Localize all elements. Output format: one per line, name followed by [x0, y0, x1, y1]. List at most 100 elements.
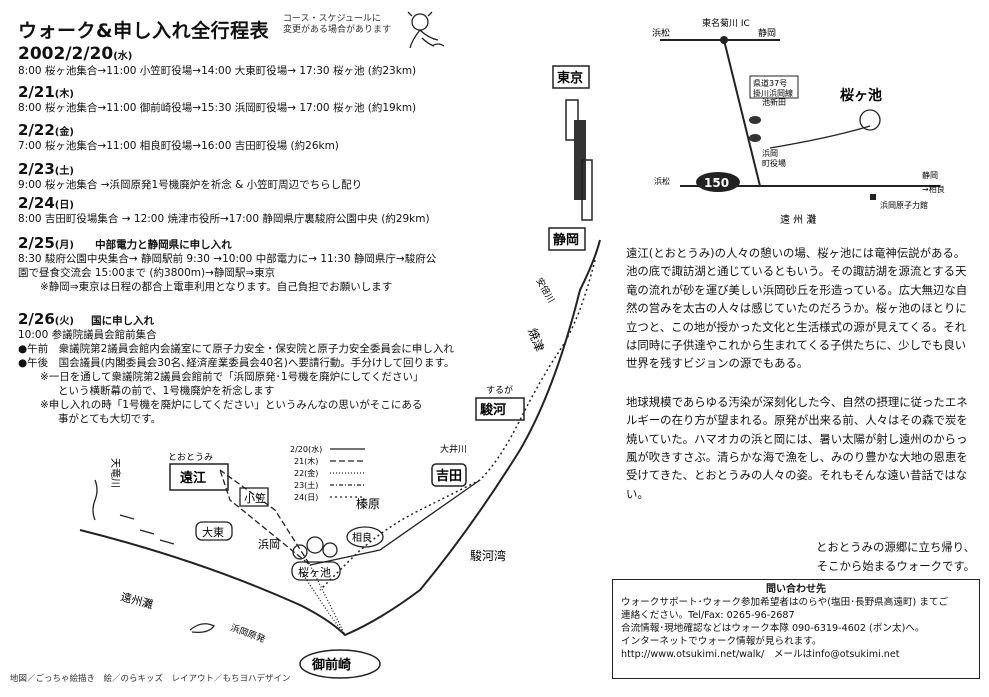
schedule-day-6: 2/25(月) 中部電力と静岡県に申し入れ 8:30 駿府公園中央集合→ 静岡駅…: [18, 234, 436, 294]
day-subtitle: 中部電力と静岡県に申し入れ: [95, 239, 232, 251]
inset-label-sagara: →相良: [922, 184, 945, 194]
label-hamaoka: 浜岡: [258, 538, 280, 551]
schedule-day-1: 2002/2/20(水) 8:00 桜ヶ池集合→11:00 小笠町役場→14:0…: [18, 44, 416, 78]
weekday-label: (水): [113, 51, 133, 62]
label-surugawan: 駿河湾: [470, 548, 506, 563]
schedule-line: ●午後 国会議員(内閣委員会30名､経済産業委員会40名)へ要請行動。手分けして…: [18, 357, 455, 369]
river-line: [119, 514, 175, 545]
label-shizuoka: 静岡: [553, 232, 579, 248]
tree-icon: [306, 536, 324, 554]
schedule-day-7: 2/26(火) 国に申し入れ 10:00 参議院議員会館前集合 ●午前 衆議院第…: [18, 310, 454, 426]
weekday-label: (金): [54, 127, 74, 138]
page-title: ウォーク&申し入れ全行程表: [18, 20, 270, 42]
label-totoumi: 遠江: [180, 470, 206, 486]
date-label: 2/25: [18, 234, 55, 252]
weekday-label: (火): [54, 316, 74, 327]
weekday-label: (日): [54, 200, 74, 211]
schedule-day-3: 2/22(金) 7:00 桜ヶ池集合→11:00 相良町役場→16:00 吉田町…: [18, 121, 339, 153]
route-line: [319, 259, 596, 591]
schedule-day-5: 2/24(日) 8:00 吉田町役場集合 → 12:00 焼津市役所→17:00…: [18, 194, 430, 226]
day-subtitle: 国に申し入れ: [91, 315, 155, 327]
schedule-day-4: 2/23(土) 9:00 桜ヶ池集合 →浜岡原発1号機廃炉を祈念 & 小笠町周辺…: [18, 160, 362, 192]
schedule-line: ●午前 衆議院第2議員会館内会議室にて原子力安全・保安院と原子力安全委員会に申し…: [18, 343, 454, 355]
schedule-line: 8:00 桜ヶ池集合→11:00 小笠町役場→14:00 大東町役場→ 17:3…: [18, 65, 417, 77]
tree-icon: [292, 544, 308, 560]
label-ogasa: 小笠: [244, 491, 266, 505]
label-suruga: 駿河: [480, 402, 506, 418]
label-haibara: 榛原: [356, 497, 380, 511]
paragraph: 遠江(とおとうみ)の人々の憩いの場、桜ヶ池には竜神伝説がある。池の底で諏訪湖と通…: [626, 246, 968, 371]
date-label: 2/24: [18, 194, 55, 212]
schedule-line: 9:00 桜ヶ池集合 →浜岡原発1号機廃炉を祈念 & 小笠町周辺でちらし配り: [18, 179, 363, 191]
inset-label-road1: 県道37号: [753, 78, 787, 88]
tree-icon: [322, 542, 338, 558]
legend-item: 21(木): [294, 456, 318, 466]
schedule-note: ※静岡⇒東京は日程の都合上電車利用となります。自己負担でお願いします: [40, 281, 393, 293]
building-icon: [574, 120, 586, 200]
legend-item: 22(金): [294, 468, 318, 478]
bird-icon: [189, 623, 215, 634]
label-sagara: 相良: [352, 531, 372, 544]
contact-heading: 問い合わせ先: [766, 584, 826, 595]
inset-label-shizuoka: 静岡: [758, 27, 776, 39]
inset-label-enshunada: 遠 州 灘: [780, 213, 816, 226]
schedule-note: という横断幕の前で、1号機廃炉を祈念します: [58, 385, 275, 397]
route-line: [299, 564, 346, 636]
inset-map: 浜松 静岡 東名菊川 IC 県道37号 掛川浜岡線 池新田 浜岡 町役場 桜ヶ池…: [652, 17, 945, 226]
road-line: [723, 39, 761, 187]
schedule-line: 8:00 吉田町役場集合 → 12:00 焼津市役所→17:00 静岡県庁裏駿府…: [18, 213, 430, 225]
schedule-line: 8:00 桜ヶ池集合→11:00 御前崎役場→15:30 浜岡町役場→ 17:0…: [18, 102, 417, 114]
inset-label-shizuoka2: 静岡: [922, 170, 938, 180]
weekday-label: (土): [54, 166, 74, 177]
date-label: 2/21: [18, 83, 55, 101]
schedule-day-2: 2/21(木) 8:00 桜ヶ池集合→11:00 御前崎役場→15:30 浜岡町…: [18, 83, 416, 115]
label-enshunada: 遠州灘: [119, 590, 154, 611]
closing-text: とおとうみの源郷に立ち帰り、 そこから始まるウォークです。: [815, 540, 975, 573]
label-yoshida: 吉田: [436, 469, 462, 484]
label-suruga-kana: するが: [486, 384, 513, 396]
legend-item: 23(土): [294, 480, 318, 490]
walker-illustration-icon: [407, 11, 445, 49]
schedule-line: 7:00 桜ヶ池集合→11:00 相良町役場→16:00 吉田町役場 (約26k…: [18, 140, 339, 152]
label-abekawa: 安倍川: [533, 276, 557, 305]
date-label: 2/23: [18, 160, 55, 178]
tree-icon: [859, 109, 881, 131]
inset-label-road2: 掛川浜岡線: [753, 88, 793, 98]
legend-item: 24(日): [294, 493, 318, 502]
schedule-change-note: コース・スケジュールに 変更がある場合があります: [283, 14, 392, 35]
schedule-line: 8:30 駿府公園中央集合→ 静岡駅前 9:30 →10:00 中部電力に→ 1…: [18, 253, 437, 265]
inset-label-sakuragaike: 桜ヶ池: [840, 87, 882, 104]
label-totoumi-kana: とおとうみ: [168, 452, 213, 463]
inset-label-townhall: 町役場: [762, 158, 786, 168]
route-number: 150: [704, 176, 729, 190]
schedule-note: 事がとても大切です。: [58, 413, 162, 425]
inset-label-nuclear: 浜岡原子力館: [880, 200, 928, 210]
inset-label-town: 浜岡: [762, 148, 778, 158]
label-tenryu: 天竜川: [109, 458, 122, 488]
coastline: [79, 239, 601, 637]
credit-line: 地図／ごっちゃ絵描き 絵／のらキッズ レイアウト／もちヨハデザイン: [10, 674, 291, 684]
schedule-line: 園で昼食交流会 15:00まで (約3800m)→静岡駅⇒東京: [18, 267, 276, 279]
schedule-note: ※一日を通して衆議院第2議員会館前で「浜岡原発･1号機を廃炉にしてください」: [40, 371, 424, 383]
legend-item: 2/20(水): [290, 444, 322, 454]
label-yaizu: 焼津: [525, 326, 546, 353]
label-daito: 大東: [202, 525, 224, 539]
river-line: [92, 479, 98, 521]
route-map: 東京 静岡 安倍川 焼津 するが 駿河 大井川 吉田 榛原 相良 駿河湾 とおと…: [79, 65, 601, 679]
paragraph: 地球規模であらゆる汚染が深刻化した今、自然の摂理に従ったエネルギーの在り方が望ま…: [626, 394, 968, 501]
inset-label-ic: 東名菊川 IC: [702, 17, 750, 29]
weekday-label: (月): [54, 240, 74, 251]
building-icon: [581, 159, 593, 221]
weekday-label: (木): [54, 89, 74, 100]
inset-label-hamamatsu2: 浜松: [654, 176, 670, 186]
contact-box: 問い合わせ先 ウォークサポート･ウォーク参加希望者はのらや(塩田･長野県高遠町)…: [612, 579, 980, 679]
schedule-line: 10:00 参議院議員会館前集合: [18, 329, 157, 341]
inset-label-ikeshinden: 池新田: [762, 97, 786, 107]
label-tokyo: 東京: [557, 70, 583, 86]
label-sakuragaike: 桜ヶ池: [298, 565, 331, 579]
inset-label-hamamatsu: 浜松: [652, 27, 670, 39]
description-text: 遠江(とおとうみ)の人々の憩いの場、桜ヶ池には竜神伝説がある。池の底で諏訪湖と通…: [626, 244, 976, 523]
label-genpatsu: 浜岡原発: [229, 622, 267, 646]
contact-url[interactable]: http://www.otsukimi.net/walk/ メールはinfo@o…: [621, 649, 900, 660]
label-oigawa: 大井川: [440, 443, 467, 455]
